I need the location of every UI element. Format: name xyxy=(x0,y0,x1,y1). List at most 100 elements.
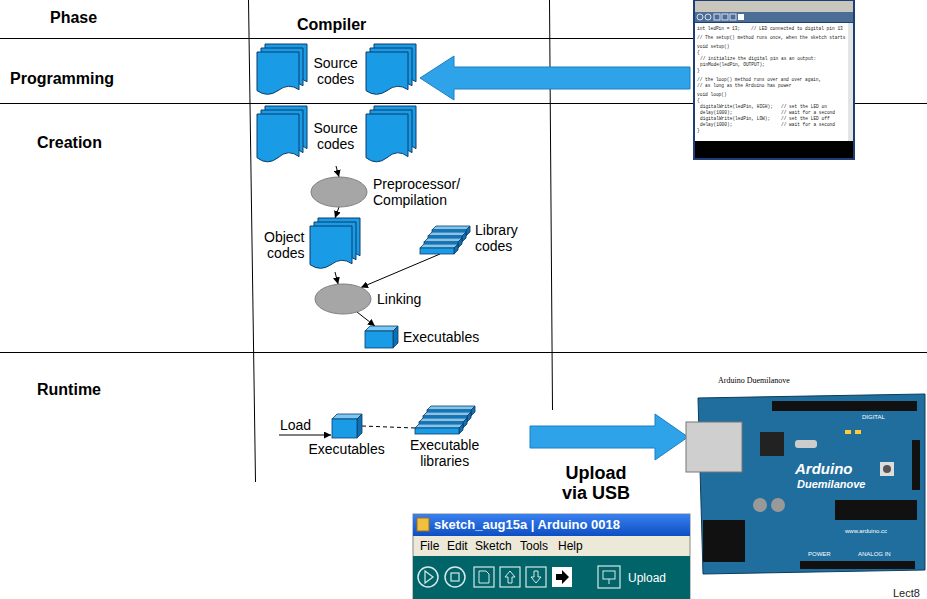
slab-side xyxy=(462,232,466,242)
slab-top xyxy=(423,412,471,416)
phase-label: Programming xyxy=(10,70,114,88)
code-line: // as long as the Arduino has power xyxy=(697,83,792,88)
slab-top xyxy=(427,406,475,410)
code-line: // initialize the digital pin as an outp… xyxy=(700,56,816,61)
code-line: void loop() xyxy=(697,92,727,97)
slab-top xyxy=(424,238,462,242)
code-line: // the loop() method runs over and over … xyxy=(697,77,821,82)
ide-screenshot xyxy=(695,12,853,22)
code-line: // The setup() method runs once, when th… xyxy=(697,35,846,40)
ide-toolbar-screenshot xyxy=(413,514,690,599)
arduino-board xyxy=(698,394,925,574)
executable-cube-shape xyxy=(365,326,398,348)
slab-side xyxy=(459,424,463,434)
code-line: } xyxy=(697,128,700,133)
cube-front xyxy=(332,419,357,438)
cube-side xyxy=(357,414,362,438)
flow-arrow xyxy=(420,56,690,100)
arduino-board xyxy=(703,520,745,562)
arduino-board xyxy=(855,430,861,434)
board-print: www.arduino.cc xyxy=(845,528,887,535)
ide-toolbar-screenshot xyxy=(552,567,572,587)
node-label: Executable libraries xyxy=(410,437,479,469)
upload-arrow xyxy=(530,414,688,460)
board-print: Duemilanove xyxy=(797,478,865,491)
process-ellipse-shape xyxy=(315,284,371,314)
document-page xyxy=(310,226,352,268)
flow-connector xyxy=(335,272,338,284)
ide-toolbar-screenshot xyxy=(417,518,429,531)
load-label: Load xyxy=(280,417,311,433)
grid-line xyxy=(0,0,927,482)
arduino-board xyxy=(760,432,784,456)
arduino-board xyxy=(912,440,920,490)
code-line: digitalWrite(ledPin, HIGH); // set the L… xyxy=(700,104,827,109)
slab-top xyxy=(419,418,467,422)
cube-top xyxy=(365,326,398,331)
slab-side xyxy=(454,244,458,254)
code-line: delay(1000); // wait for a second xyxy=(700,110,835,115)
code-line: { xyxy=(697,50,700,55)
slab-side xyxy=(467,412,471,422)
executable-cube: Executables xyxy=(332,414,362,438)
node-label: Source codes xyxy=(314,55,358,87)
node-label: Preprocessor/ Compilation xyxy=(373,176,460,208)
board-print: DIGITAL xyxy=(862,414,885,421)
arduino-board xyxy=(835,500,917,520)
library-stack: Executable libraries xyxy=(415,404,475,434)
code-line: delay(1000); // wait for a second xyxy=(700,122,835,127)
toolbar-label: Upload xyxy=(628,571,666,585)
code-line: { xyxy=(697,98,700,103)
slab-side xyxy=(471,406,475,416)
arduino-board xyxy=(800,561,915,569)
window-title: sketch_aug15a | Arduino 0018 xyxy=(434,517,620,532)
slide-number: Lect8 xyxy=(893,587,920,599)
ide-toolbar-screenshot xyxy=(603,571,615,579)
arduino-board xyxy=(771,498,785,512)
slab-side xyxy=(463,418,467,428)
arduino-board xyxy=(686,394,925,574)
board-print: POWER xyxy=(808,551,831,558)
process-ellipse: Linking xyxy=(314,283,372,315)
process-ellipse-shape xyxy=(311,177,367,207)
document-page xyxy=(366,114,408,162)
library-stack-shape xyxy=(420,222,470,254)
arduino-board xyxy=(795,440,817,448)
ide-toolbar-screenshot xyxy=(500,567,520,587)
flow-connector xyxy=(335,207,339,218)
board-print: ANALOG IN xyxy=(858,551,891,558)
ide-toolbar-screenshot xyxy=(451,573,459,581)
document-page xyxy=(366,52,408,94)
ide-screenshot xyxy=(695,141,853,158)
library-stack: Library codes xyxy=(420,222,470,254)
slab-side xyxy=(466,226,470,236)
flow-connector xyxy=(361,254,440,288)
ide-screenshot xyxy=(697,14,703,20)
node-label: Object codes xyxy=(264,229,304,261)
column-header: Phase xyxy=(50,9,97,27)
ide-toolbar-screenshot xyxy=(505,571,515,583)
arduino-board xyxy=(686,422,742,472)
source-code-stack: Source codes xyxy=(257,44,416,98)
cube-side xyxy=(393,326,398,348)
ide-toolbar-screenshot xyxy=(479,571,489,583)
node-label: Source codes xyxy=(314,120,358,152)
ide-screenshot xyxy=(714,14,720,20)
slab-front xyxy=(415,428,459,434)
slab-top xyxy=(432,226,470,230)
node-label: Executables xyxy=(309,441,385,457)
slab-side xyxy=(458,238,462,248)
document-page xyxy=(257,114,299,162)
slab-top xyxy=(415,424,463,428)
dashed-connector xyxy=(362,426,415,428)
phase-label: Runtime xyxy=(37,381,101,399)
executable-cube-shape xyxy=(332,414,362,438)
ide-screenshot xyxy=(722,14,728,20)
document-page xyxy=(257,52,299,94)
code-line: pinMode(ledPin, OUTPUT); xyxy=(700,62,765,67)
executable-cube: Executables xyxy=(365,326,398,348)
ide-screenshot xyxy=(695,1,853,12)
ide-screenshot xyxy=(738,14,744,20)
